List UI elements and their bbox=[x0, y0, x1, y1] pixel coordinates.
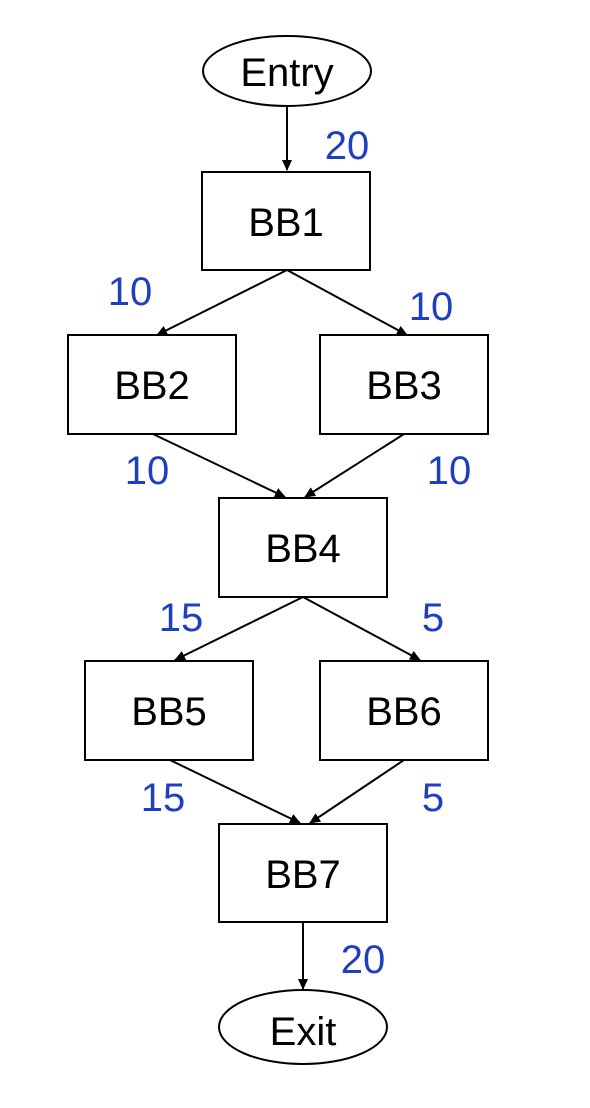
edge-bb2-bb4-label: 10 bbox=[125, 449, 170, 493]
edge-bb6-bb7 bbox=[309, 759, 405, 824]
edge-bb4-bb6-label: 5 bbox=[422, 596, 444, 640]
node-bb2-label: BB2 bbox=[114, 364, 190, 408]
node-exit-label: Exit bbox=[270, 1010, 337, 1054]
edge-bb4-bb5-label: 15 bbox=[159, 596, 204, 640]
edge-bb1-bb3-label: 10 bbox=[409, 285, 454, 329]
edge-bb1-bb2-label: 10 bbox=[108, 270, 153, 314]
node-entry-label: Entry bbox=[240, 51, 333, 95]
edge-bb1-bb2 bbox=[156, 269, 288, 336]
node-bb7-label: BB7 bbox=[265, 853, 341, 897]
node-bb5-label: BB5 bbox=[131, 690, 207, 734]
node-bb1-label: BB1 bbox=[248, 201, 324, 245]
edge-bb3-bb4-label: 10 bbox=[427, 449, 472, 493]
edge-bb2-bb4 bbox=[152, 433, 286, 498]
edge-bb7-exit-label: 20 bbox=[341, 938, 386, 982]
node-bb7 bbox=[218, 823, 388, 923]
node-bb3-label: BB3 bbox=[366, 364, 442, 408]
edge-entry-bb1-label: 20 bbox=[325, 124, 370, 168]
node-bb1 bbox=[201, 171, 371, 271]
node-bb4-label: BB4 bbox=[265, 527, 341, 571]
node-bb6 bbox=[319, 660, 489, 761]
node-bb2 bbox=[67, 334, 237, 435]
node-bb3 bbox=[319, 334, 489, 435]
node-bb4 bbox=[218, 497, 388, 598]
edge-bb5-bb7 bbox=[169, 759, 301, 824]
edge-bb6-bb7-label: 5 bbox=[422, 776, 444, 820]
node-bb6-label: BB6 bbox=[366, 690, 442, 734]
edge-bb3-bb4 bbox=[304, 433, 405, 498]
edge-bb4-bb5 bbox=[174, 596, 304, 661]
node-bb5 bbox=[84, 660, 254, 761]
node-exit bbox=[218, 989, 388, 1065]
edge-bb4-bb6 bbox=[302, 596, 421, 661]
edge-bb1-bb3 bbox=[286, 269, 408, 336]
node-entry bbox=[202, 35, 372, 107]
edge-bb5-bb7-label: 15 bbox=[141, 776, 186, 820]
